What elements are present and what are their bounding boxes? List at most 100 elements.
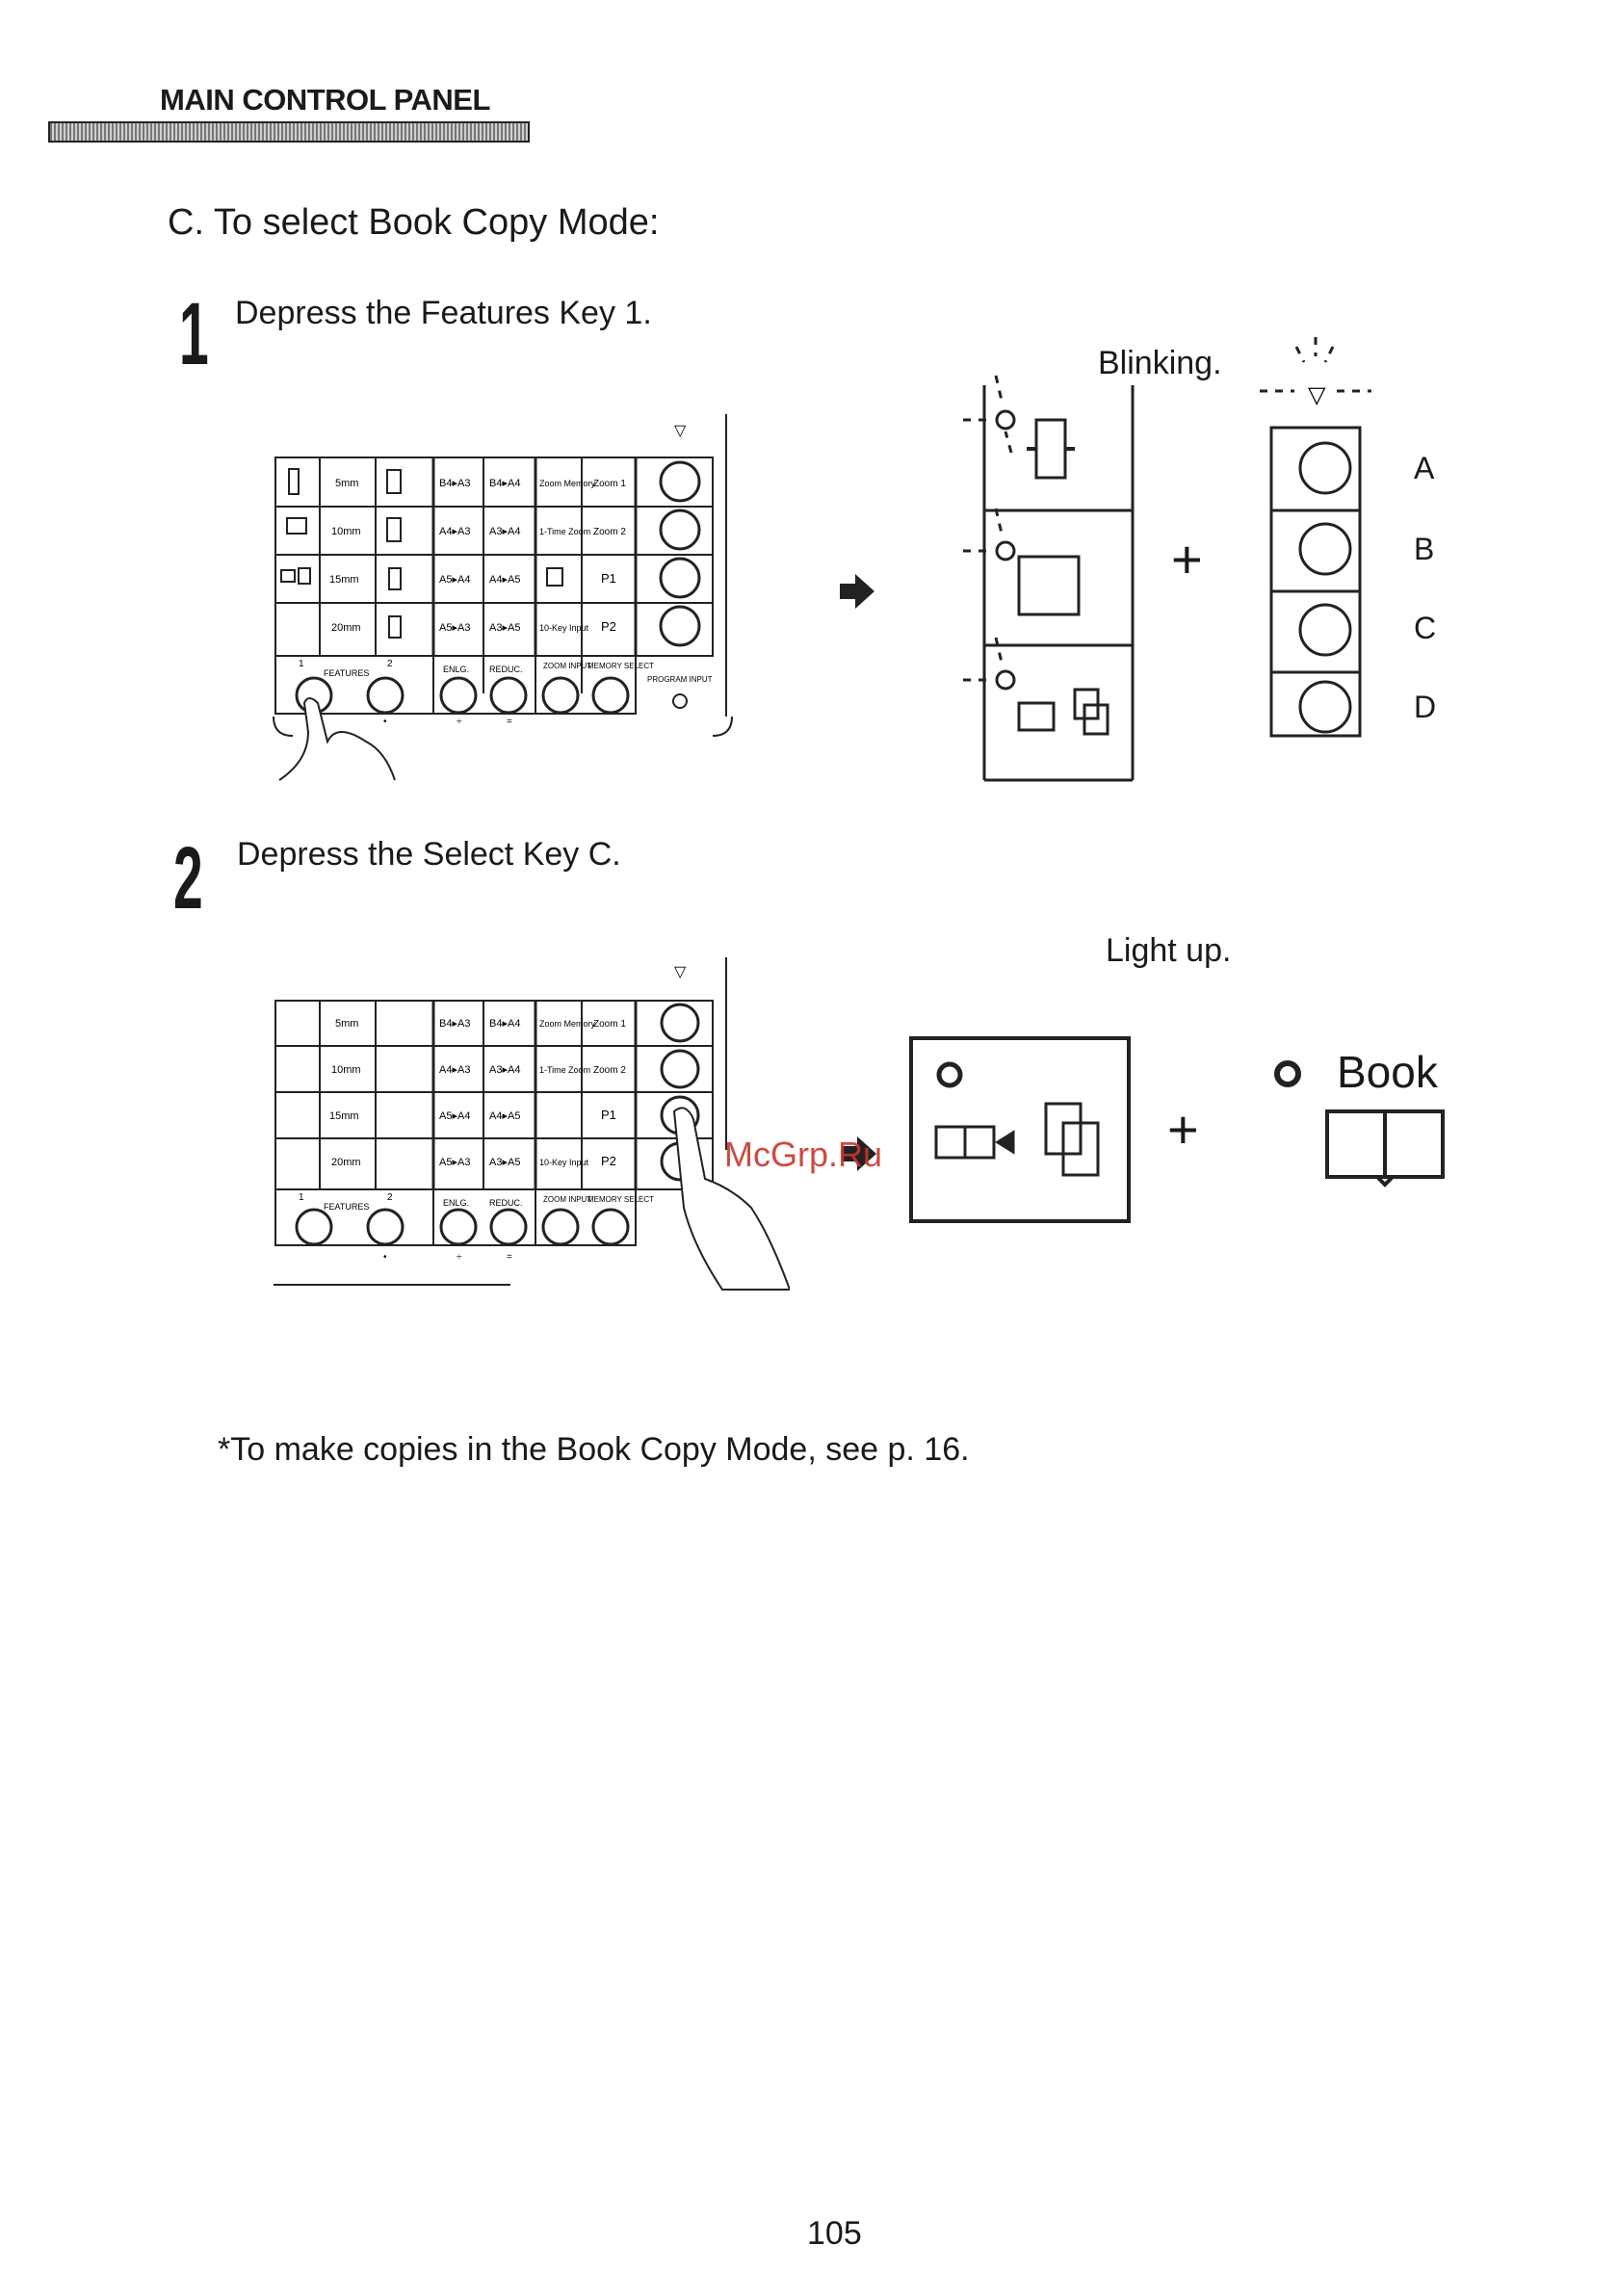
reduce-key[interactable] xyxy=(489,676,528,715)
features-num-1: 1 xyxy=(299,1192,304,1203)
features-key-2[interactable] xyxy=(366,676,404,715)
margin-shift-icon xyxy=(288,468,300,495)
features-key-1[interactable] xyxy=(295,1208,333,1246)
open-book-icon xyxy=(1325,1109,1445,1187)
plus-sign: + xyxy=(1171,529,1203,589)
select-letter-c: C xyxy=(1414,611,1437,645)
margin-5mm-label: 5mm xyxy=(335,1018,358,1030)
book-copy-icon xyxy=(934,1102,1100,1177)
step-2-number: 2 xyxy=(173,829,203,927)
size-key-label: A5▸A4 xyxy=(439,1110,470,1122)
zoom-input-key[interactable] xyxy=(541,676,580,715)
margin-20mm-label: 20mm xyxy=(331,1157,361,1168)
size-key-label: A3▸A5 xyxy=(489,622,520,634)
size-key-label: A3▸A4 xyxy=(489,526,520,537)
enlarge-key[interactable] xyxy=(439,676,478,715)
select-keys xyxy=(659,460,701,647)
zoom-input-label: ZOOM INPUT xyxy=(543,1195,591,1204)
select-key-d[interactable] xyxy=(1298,680,1352,734)
p1-label: P1 xyxy=(601,571,616,586)
enlg-label: ENLG. xyxy=(443,665,469,674)
reduc-label: REDUC. xyxy=(489,1198,523,1208)
zoom-input-key[interactable] xyxy=(541,1208,580,1246)
zoom-memory-label: Zoom Memory xyxy=(539,1019,596,1029)
features-num-1: 1 xyxy=(299,659,304,669)
zoom-2-label: Zoom 2 xyxy=(593,1065,626,1076)
size-key-label: A3▸A4 xyxy=(489,1064,520,1076)
symbol-divide: ÷ xyxy=(457,1252,462,1263)
select-letter-a: A xyxy=(1414,451,1435,485)
zoom-input-label: ZOOM INPUT xyxy=(543,662,591,670)
copy-page-icon xyxy=(298,567,311,585)
reduce-key[interactable] xyxy=(489,1208,528,1246)
step-1-text: Depress the Features Key 1. xyxy=(235,295,652,331)
size-key-label: B4▸A4 xyxy=(489,1018,520,1030)
symbol-equals: = xyxy=(507,717,512,727)
select-key-c[interactable] xyxy=(659,557,701,599)
step-2-text: Depress the Select Key C. xyxy=(237,836,621,873)
reduc-label: REDUC. xyxy=(489,665,523,674)
margin-10mm-label: 10mm xyxy=(331,526,361,537)
select-key-a[interactable] xyxy=(660,1003,700,1043)
program-input-label: PROGRAM INPUT xyxy=(647,675,713,684)
size-key-label: A4▸A5 xyxy=(489,1110,520,1122)
size-key-label: A3▸A5 xyxy=(489,1157,520,1168)
select-key-a[interactable] xyxy=(1298,441,1352,495)
select-key-column: ▽ xyxy=(1260,337,1371,738)
control-panel-step-1: ▽ 5mm 10mm 15mm 20mm B4▸A3 B4▸A4 A4▸A3 A… xyxy=(273,414,733,781)
page-header-title: MAIN CONTROL PANEL xyxy=(160,83,490,117)
step-1-number: 1 xyxy=(179,285,209,383)
section-title: C. To select Book Copy Mode: xyxy=(168,202,660,243)
book-copy-icon xyxy=(1017,701,1056,732)
select-key-b[interactable] xyxy=(660,1049,700,1089)
enlg-label: ENLG. xyxy=(443,1198,469,1208)
book-copy-lamp xyxy=(995,669,1016,691)
memory-select-key[interactable] xyxy=(591,676,630,715)
arrow-right-icon xyxy=(840,574,874,609)
blinking-indicator-panel xyxy=(963,375,1135,782)
book-copy-indicator xyxy=(909,1036,1131,1223)
page-number: 105 xyxy=(807,2215,862,2252)
one-time-zoom-label: 1-Time Zoom xyxy=(539,527,590,536)
features-label: FEATURES xyxy=(324,1202,369,1212)
size-key-label: A5▸A3 xyxy=(439,1157,470,1168)
svg-text:▽: ▽ xyxy=(674,964,687,980)
ten-key-input-label: 10-Key Input xyxy=(539,1158,589,1167)
select-letter-b: B xyxy=(1414,532,1435,566)
select-key-b[interactable] xyxy=(1298,522,1352,576)
blink-rays xyxy=(963,375,1013,682)
ten-key-input-label: 10-Key Input xyxy=(539,623,589,633)
select-key-a[interactable] xyxy=(659,460,701,503)
select-key-d[interactable] xyxy=(659,605,701,647)
program-input-indicator xyxy=(672,693,688,709)
row-labels: 5mm 10mm 15mm 20mm B4▸A3 B4▸A4 A4▸A3 A3▸… xyxy=(329,478,626,634)
symbol-divide: ÷ xyxy=(457,717,462,727)
light-up-label: Light up. xyxy=(1106,932,1232,969)
copy-page-icon xyxy=(1083,703,1109,736)
lit-lamp xyxy=(936,1061,963,1088)
svg-text:▽: ▽ xyxy=(1308,382,1326,408)
book-lamp-icon xyxy=(1274,1060,1301,1087)
zoom-1-label: Zoom 1 xyxy=(593,479,626,489)
zoom-2-label: Zoom 2 xyxy=(593,527,626,537)
margin-shift-lamp xyxy=(995,409,1016,430)
margin-shift-icon xyxy=(1034,418,1067,480)
features-key-2[interactable] xyxy=(366,1208,404,1246)
features-num-2: 2 xyxy=(387,1192,393,1203)
size-key-label: B4▸A4 xyxy=(489,478,520,489)
symbol-equals: = xyxy=(507,1252,512,1263)
select-key-b[interactable] xyxy=(659,509,701,551)
p2-label: P2 xyxy=(601,619,616,634)
book-label: Book xyxy=(1337,1047,1438,1097)
size-key-label: A4▸A5 xyxy=(489,574,520,586)
zoom-1-label: Zoom 1 xyxy=(593,1019,626,1030)
enlarge-key[interactable] xyxy=(439,1208,478,1246)
select-key-c[interactable] xyxy=(1298,603,1352,657)
plus-sign: + xyxy=(1167,1099,1199,1160)
watermark: McGrp.Ru xyxy=(724,1135,883,1174)
memory-select-key[interactable] xyxy=(591,1208,630,1246)
duplex-icon xyxy=(388,615,402,639)
symbol-dot: • xyxy=(383,717,387,727)
size-key-label: A4▸A3 xyxy=(439,1064,470,1076)
frame-erase-icon xyxy=(1017,555,1081,616)
